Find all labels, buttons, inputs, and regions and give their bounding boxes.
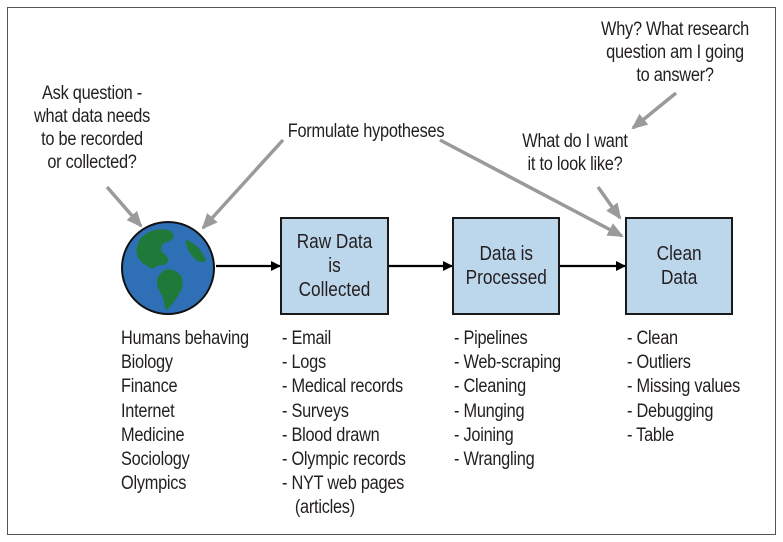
clean-data-label: Clean Data — [656, 243, 702, 289]
clean-data-box: Clean Data — [625, 217, 733, 315]
list-item: Humans behaving — [121, 328, 249, 349]
list-item: - Debugging — [627, 400, 714, 422]
list-item: - Missing values — [627, 376, 741, 398]
list-item: - Munging — [454, 400, 525, 422]
note-why-research-question: Why? What research question am I going t… — [601, 19, 749, 86]
list-item: Internet — [121, 400, 175, 422]
list-item: - Medical records — [282, 376, 403, 398]
list-item: - Web-scraping — [454, 352, 561, 374]
callout-arrow-why — [631, 91, 678, 130]
list-item: Biology — [121, 352, 173, 374]
list-item: - Email — [282, 328, 332, 349]
list-item: - Cleaning — [454, 376, 526, 398]
processed-data-box: Data is Processed — [452, 217, 560, 315]
callout-arrow-look — [596, 185, 622, 220]
raw-data-list: - Email - Logs - Medical records - Surve… — [282, 327, 406, 521]
list-item: Finance — [121, 376, 178, 398]
note-what-look-like: What do I want it to look like? — [522, 131, 628, 175]
callout-arrow-ask — [105, 185, 143, 228]
list-item: - Wrangling — [454, 449, 535, 471]
list-item: Olympics — [121, 473, 187, 495]
list-item: - Olympic records — [282, 449, 406, 471]
list-item: - Table — [627, 424, 674, 446]
raw-data-label: Raw Data is Collected — [296, 231, 373, 301]
list-item: - Joining — [454, 424, 514, 446]
list-item: - Pipelines — [454, 328, 528, 349]
list-item: - NYT web pages — [282, 473, 405, 495]
list-item: - Surveys — [282, 400, 349, 422]
list-item: - Blood drawn — [282, 424, 380, 446]
list-item: - Outliers — [627, 352, 691, 374]
list-item: Medicine — [121, 424, 185, 446]
earth-globe-icon — [121, 221, 215, 315]
callout-arrow-hypotheses-clean — [439, 138, 624, 238]
clean-data-list: - Clean - Outliers - Missing values - De… — [627, 327, 740, 448]
note-ask-question: Ask question - what data needs to be rec… — [33, 83, 151, 173]
diagram-frame — [7, 7, 776, 535]
callout-arrow-hypotheses-globe — [201, 138, 285, 230]
processed-data-list: - Pipelines - Web-scraping - Cleaning - … — [454, 327, 561, 472]
sources-list: Humans behaving Biology Finance Internet… — [121, 327, 249, 496]
list-item: - Logs — [282, 352, 326, 374]
raw-data-box: Raw Data is Collected — [280, 217, 389, 315]
processed-data-label: Data is Processed — [465, 243, 547, 289]
list-item: (articles) — [282, 497, 355, 519]
note-formulate-hypotheses: Formulate hypotheses — [287, 121, 445, 142]
list-item: Sociology — [121, 449, 190, 471]
list-item: - Clean — [627, 328, 678, 349]
